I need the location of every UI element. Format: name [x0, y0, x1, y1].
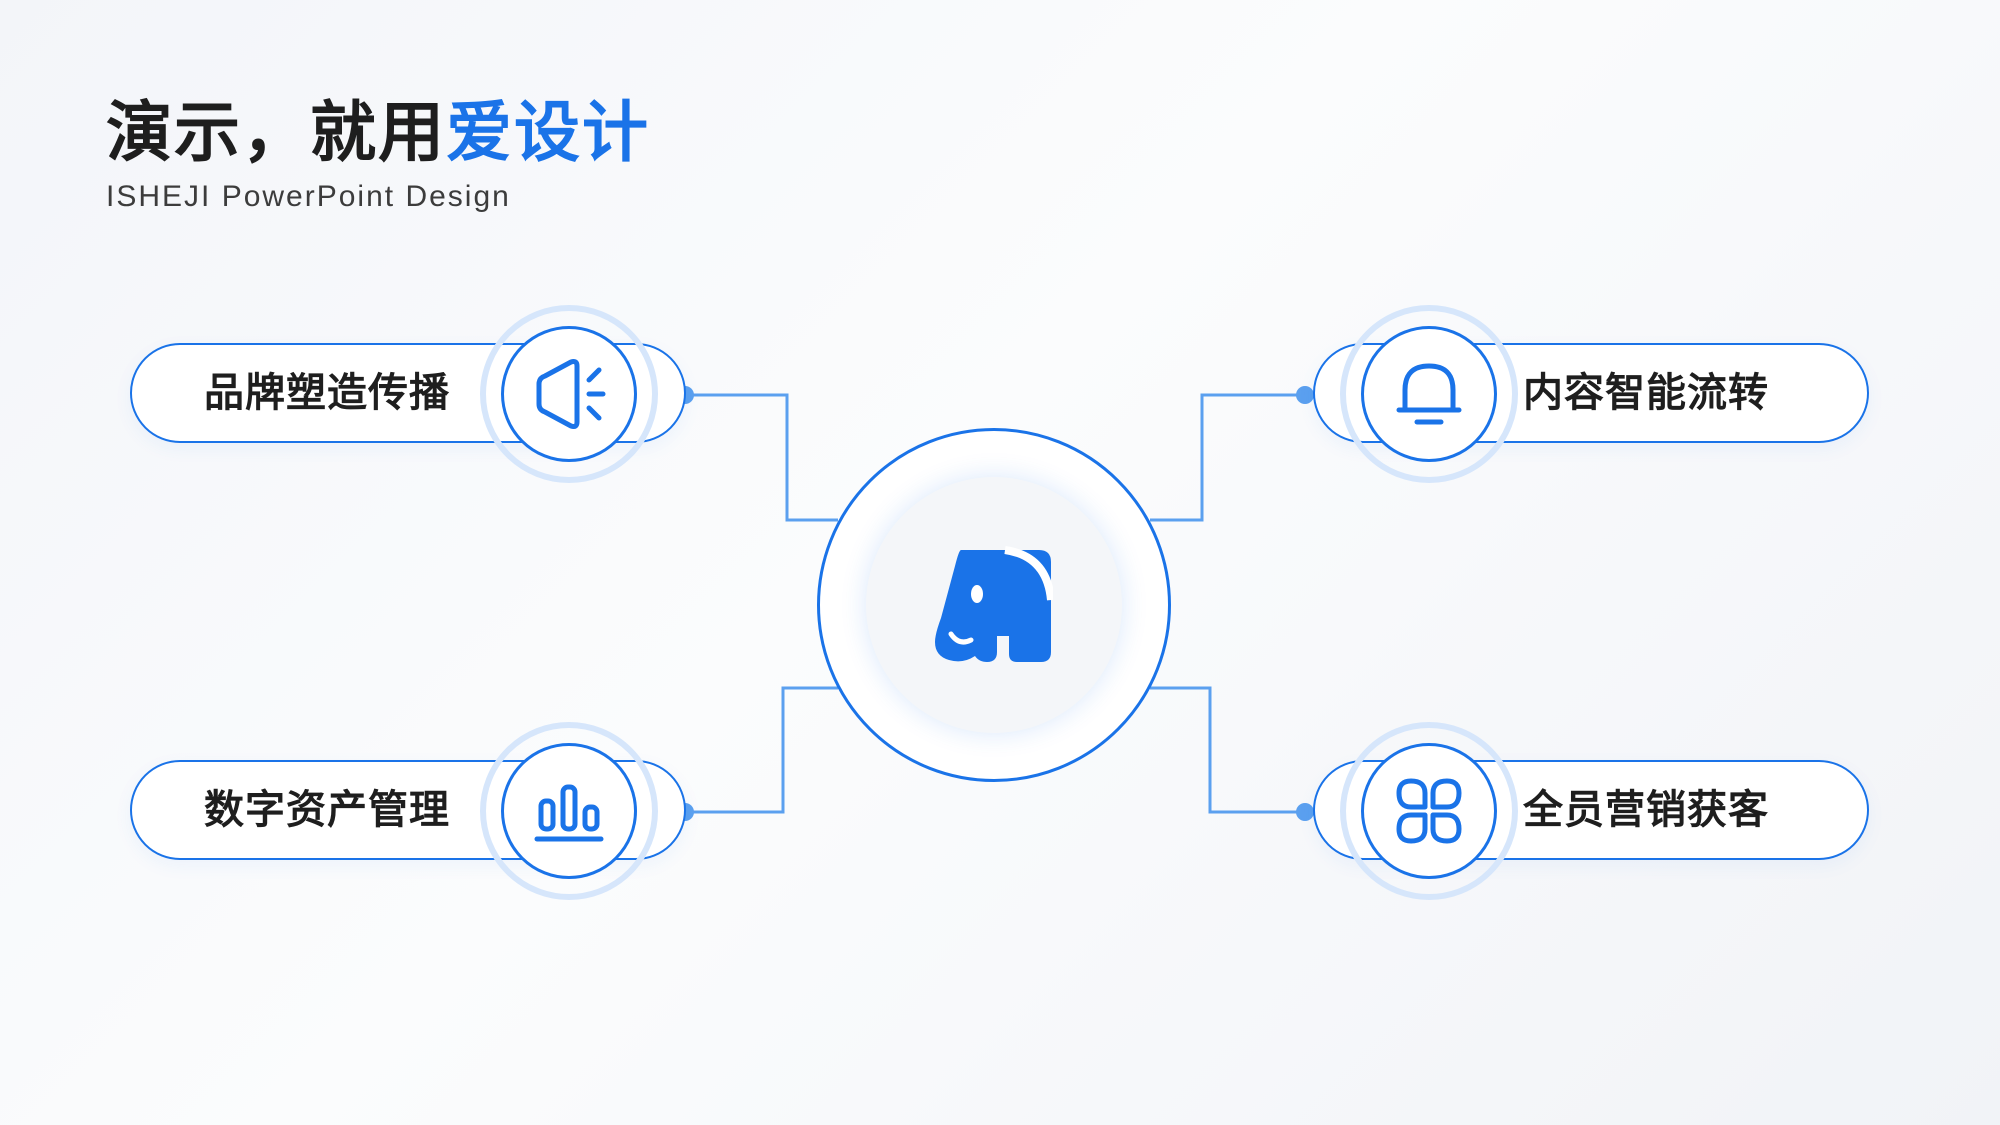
node-label-content: 内容智能流转 [1523, 370, 1769, 416]
four-petal-icon [1396, 778, 1462, 844]
connector-dot-bottom-right [1296, 803, 1314, 821]
bell-icon [1396, 363, 1462, 425]
title-dark-part: 演示，就用 [106, 94, 446, 171]
connector-dot-top-right [1296, 386, 1314, 404]
bar-chart-icon [534, 784, 604, 842]
page-title: 演示，就用爱设计 [106, 92, 650, 174]
connector-top-left [686, 393, 838, 522]
title-block: 演示，就用爱设计 ISHEJI PowerPoint Design [106, 92, 650, 214]
connector-bottom-left [686, 686, 838, 814]
node-label-asset: 数字资产管理 [204, 787, 450, 833]
page-subtitle: ISHEJI PowerPoint Design [106, 180, 511, 213]
node-label-marketing: 全员营销获客 [1523, 787, 1769, 833]
elephant-logo-icon [935, 546, 1053, 662]
node-label-brand: 品牌塑造传播 [204, 370, 450, 416]
title-accent-part: 爱设计 [446, 94, 650, 171]
node-ring-asset [480, 722, 658, 900]
node-icon-circle-content [1361, 326, 1497, 462]
node-ring-content [1340, 305, 1518, 483]
connector-top-right [1150, 393, 1304, 522]
node-icon-circle-marketing [1361, 743, 1497, 879]
node-icon-circle-brand [501, 326, 637, 462]
node-icon-circle-asset [501, 743, 637, 879]
node-ring-brand [480, 305, 658, 483]
node-ring-marketing [1340, 722, 1518, 900]
speaker-icon [536, 359, 606, 429]
connector-bottom-right [1150, 686, 1304, 814]
center-inner-circle [866, 477, 1122, 733]
